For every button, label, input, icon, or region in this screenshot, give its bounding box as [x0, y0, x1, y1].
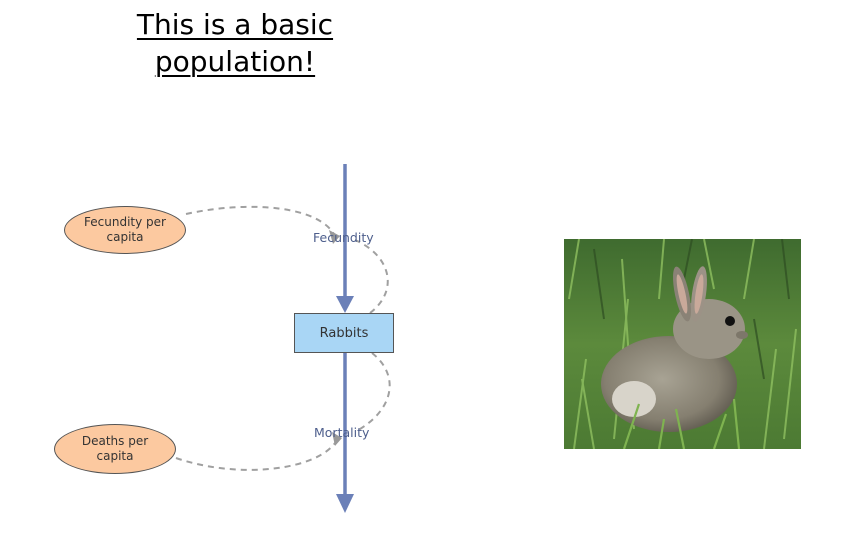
deaths-per-capita-link	[175, 439, 338, 471]
fecundity-per-capita-variable: Fecundity per capita	[64, 206, 186, 254]
rabbits-stock: Rabbits	[294, 313, 394, 353]
fecundity-flow-label: Fecundity	[313, 230, 374, 245]
deaths-per-capita-variable: Deaths per capita	[54, 424, 176, 474]
mortality-flow-arrow	[336, 353, 354, 513]
rabbits-to-mortality-link	[354, 352, 391, 433]
slide-title: This is a basic population!	[136, 8, 334, 78]
mortality-flow-label: Mortality	[314, 425, 370, 440]
rabbits-to-fecundity-link	[354, 239, 389, 314]
fecundity-per-capita-link	[185, 205, 336, 237]
rabbit-photo	[564, 239, 801, 449]
fecundity-flow-arrow	[336, 164, 354, 313]
